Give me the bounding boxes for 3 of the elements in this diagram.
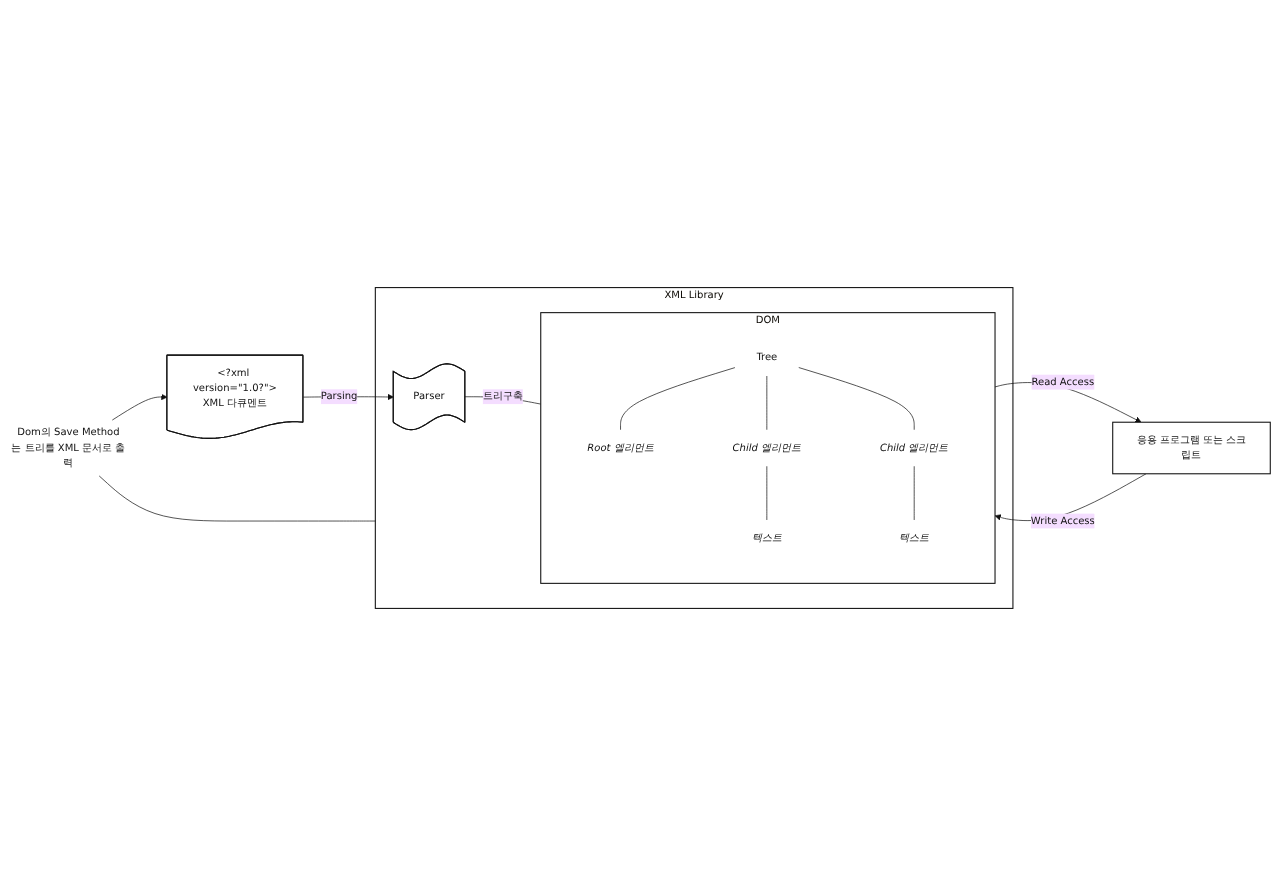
connector [620, 367, 736, 431]
connector [798, 367, 915, 431]
connector [98, 475, 376, 522]
